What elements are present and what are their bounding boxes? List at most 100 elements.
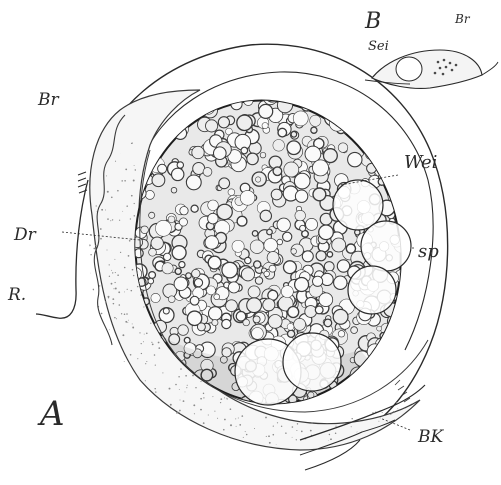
yolk-granule — [324, 262, 334, 272]
yolk-granule — [361, 100, 375, 114]
stipple-dot — [345, 409, 347, 411]
stipple-dot — [90, 400, 92, 402]
stipple-dot — [302, 92, 303, 93]
label-sp: sp — [418, 241, 439, 262]
yolk-granule — [310, 115, 321, 126]
stipple-dot — [411, 263, 413, 265]
stipple-dot — [418, 288, 419, 289]
stipple-dot — [351, 394, 352, 395]
yolk-granule — [383, 162, 390, 169]
stipple-dot — [134, 203, 135, 204]
stipple-dot — [128, 320, 129, 321]
stipple-dot — [344, 123, 345, 124]
yolk-granule — [192, 146, 204, 158]
stipple-dot — [99, 285, 100, 286]
stipple-dot — [104, 446, 105, 447]
stipple-dot — [95, 91, 96, 92]
stipple-dot — [200, 381, 201, 382]
stipple-dot — [273, 426, 274, 427]
stipple-dot — [108, 91, 109, 92]
stipple-dot — [105, 210, 106, 211]
stipple-dot — [152, 344, 154, 346]
yolk-granule — [294, 318, 306, 330]
stipple-dot — [410, 322, 411, 323]
stipple-dot — [336, 405, 337, 406]
yolk-granule — [191, 107, 199, 115]
stipple-dot — [108, 410, 109, 411]
yolk-granule — [354, 93, 370, 109]
stipple-dot — [310, 453, 312, 455]
stipple-dot — [224, 419, 226, 421]
label-b: B — [364, 9, 381, 34]
stipple-dot — [418, 361, 420, 363]
stipple-dot — [281, 457, 283, 459]
yolk-granule — [192, 269, 200, 277]
stipple-dot — [148, 393, 150, 395]
stipple-dot — [383, 456, 385, 458]
yolk-granule — [237, 115, 252, 130]
yolk-granule — [364, 378, 370, 384]
stipple-dot — [376, 146, 377, 147]
yolk-granule — [381, 153, 393, 165]
stipple-dot — [91, 370, 93, 372]
yolk-granule — [131, 408, 144, 421]
stipple-dot — [266, 436, 267, 437]
yolk-granule — [264, 91, 278, 105]
stipple-dot — [107, 191, 109, 193]
stipple-dot — [200, 398, 202, 400]
stipple-dot — [114, 317, 116, 319]
yolk-granule — [363, 141, 375, 153]
yolk-granule — [319, 401, 333, 415]
stipple-dot — [354, 378, 355, 379]
stipple-dot — [122, 397, 124, 399]
stipple-dot — [299, 457, 301, 459]
stipple-dot — [395, 458, 396, 459]
yolk-granule — [295, 278, 309, 292]
stipple-dot — [415, 217, 416, 218]
stipple-dot — [404, 274, 406, 276]
yolk-granule — [333, 391, 341, 399]
yolk-granule — [384, 103, 397, 116]
stipple-dot — [292, 437, 293, 438]
stipple-dot — [264, 91, 265, 92]
yolk-granule — [260, 152, 266, 158]
stipple-dot — [299, 451, 300, 452]
stipple-dot — [212, 396, 213, 397]
stipple-dot — [407, 312, 408, 313]
yolk-granule — [190, 296, 199, 305]
yolk-granule — [402, 351, 409, 358]
yolk-granule — [241, 147, 248, 154]
stipple-dot — [334, 116, 336, 118]
yolk-granule — [389, 170, 395, 176]
stipple-dot — [183, 436, 185, 438]
yolk-granule — [168, 216, 175, 223]
yolk-granule — [315, 306, 323, 314]
stipple-dot — [383, 337, 384, 338]
stipple-dot — [158, 342, 160, 344]
yolk-granule — [248, 286, 260, 298]
stipple-dot — [328, 397, 329, 398]
stipple-dot — [110, 347, 112, 349]
stipple-dot — [417, 408, 418, 409]
stipple-dot — [208, 414, 209, 415]
stipple-dot — [224, 397, 225, 398]
stipple-dot — [266, 90, 267, 91]
yolk-granule — [151, 293, 160, 302]
yolk-granule — [311, 100, 323, 112]
stipple-dot — [112, 429, 113, 430]
yolk-granule — [313, 160, 329, 176]
stipple-dot — [85, 431, 86, 432]
stipple-dot — [343, 390, 344, 391]
stipple-dot — [80, 266, 81, 267]
yolk-granule — [287, 323, 294, 330]
stipple-dot — [210, 100, 212, 102]
stipple-dot — [414, 183, 415, 184]
stipple-dot — [402, 374, 404, 376]
stipple-dot — [174, 115, 175, 116]
stipple-dot — [96, 205, 97, 206]
yolk-granule — [344, 388, 357, 401]
yolk-granule — [177, 162, 183, 168]
stipple-dot — [109, 329, 110, 330]
stipple-dot — [112, 98, 113, 99]
stipple-dot — [111, 196, 113, 198]
